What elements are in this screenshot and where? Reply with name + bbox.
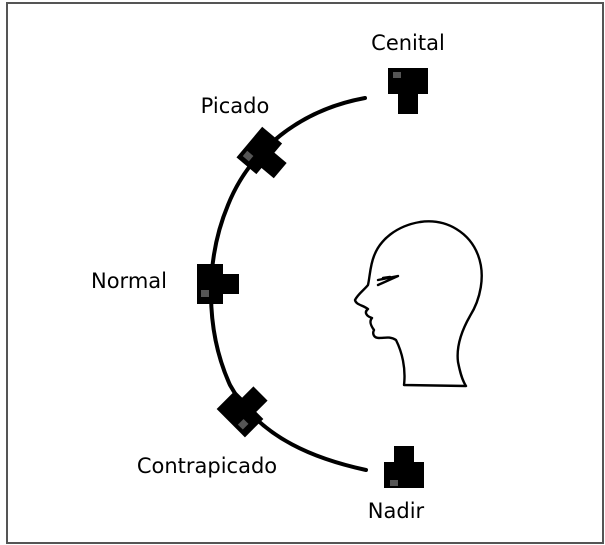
camera-icon-normal bbox=[197, 264, 239, 304]
camera-icon-nadir bbox=[384, 446, 424, 488]
diagram-frame bbox=[6, 2, 604, 544]
camera-icon-contrapicado bbox=[216, 386, 268, 438]
head-profile-icon bbox=[353, 220, 483, 388]
camera-icon-picado bbox=[236, 126, 287, 179]
label-cenital: Cenital bbox=[371, 31, 445, 55]
label-nadir: Nadir bbox=[368, 499, 425, 523]
label-normal: Normal bbox=[91, 269, 167, 293]
camera-icon-cenital bbox=[388, 68, 428, 114]
label-contrapicado: Contrapicado bbox=[137, 454, 277, 478]
label-picado: Picado bbox=[201, 94, 270, 118]
